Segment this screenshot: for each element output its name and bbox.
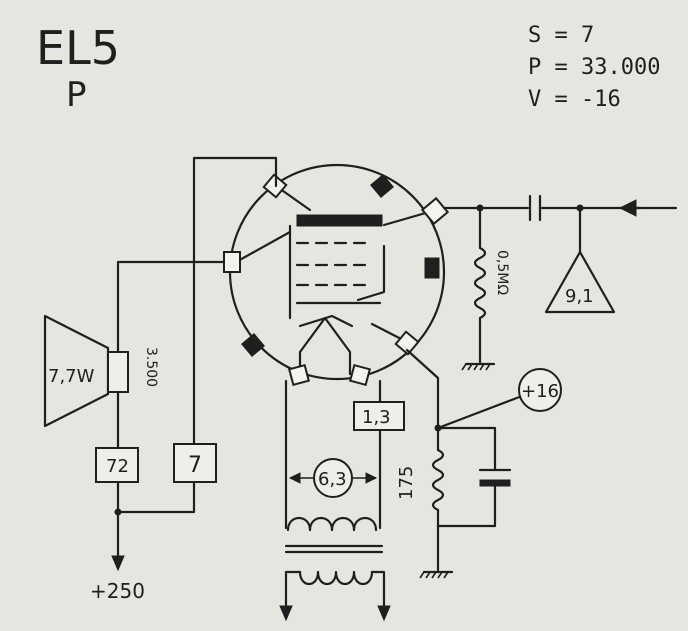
speaker-power-label: 7,7W (48, 366, 95, 387)
pin-3 (420, 196, 450, 226)
pin-5 (394, 330, 420, 356)
supply-arrow (111, 555, 125, 572)
anode-feed-wire (116, 260, 226, 354)
pin-9 (223, 251, 241, 273)
dim-arrow-left (288, 472, 301, 484)
speaker-horn (43, 314, 110, 428)
primary-lead-right (370, 570, 386, 612)
grid-leak-resistor (473, 246, 487, 320)
supply-voltage-label: +250 (90, 579, 145, 603)
cathode-voltage-leader (436, 394, 524, 430)
anode-current-box (95, 447, 139, 483)
heater-filament (298, 316, 352, 376)
cathode-voltage-circle (518, 368, 562, 412)
tube-sub-label: P (66, 75, 87, 115)
dim-arrow-right (365, 472, 378, 484)
anode-current-label: 72 (106, 456, 129, 477)
pin-4 (424, 257, 440, 279)
bypass-wire-bottom (436, 484, 497, 528)
cathode-resistor-label: 175 (396, 466, 417, 500)
heater-current-box (353, 401, 405, 431)
mains-arrow-right (377, 605, 391, 622)
supply-node (114, 508, 122, 516)
ground-cathode-hatch (419, 571, 449, 579)
bypass-wire-top (436, 426, 497, 472)
pin-7 (287, 363, 311, 387)
input-voltage-triangle (544, 250, 616, 314)
screen-current-label: 7 (188, 453, 202, 478)
pin-6 (348, 363, 372, 387)
pin-8 (241, 333, 265, 357)
cathode-voltage-label: +16 (521, 381, 559, 402)
heater-voltage-circle (313, 458, 353, 498)
transformer-secondary-coil (286, 516, 378, 532)
supply-join-wire (116, 480, 196, 514)
internal-wire-right (356, 244, 386, 302)
primary-lead-left (284, 570, 302, 612)
cathode-resistor (431, 448, 445, 512)
grid-resistor-label: 0,5MΩ (494, 250, 510, 295)
output-transformer (107, 351, 129, 393)
screen-feed-wire (192, 156, 278, 450)
tube-pins (223, 173, 450, 387)
heater-voltage-label: 6,3 (318, 469, 347, 490)
mains-arrow-left (279, 605, 293, 622)
heater-transformer (279, 516, 391, 622)
anode-plate (296, 214, 383, 227)
pin-left-lead (234, 230, 292, 264)
spec-v: V = -16 (528, 87, 621, 112)
cathode-wire (405, 348, 440, 452)
spec-p: P = 33.000 (528, 55, 660, 80)
spec-s: S = 7 (528, 23, 594, 48)
transformer-primary-coil (298, 570, 374, 586)
tube-type-label: EL5 (36, 21, 120, 75)
input-voltage-label: 9,1 (565, 286, 594, 307)
ground-grid-hatch (461, 363, 491, 371)
pin-2 (370, 174, 394, 198)
heater-current-label: 1,3 (362, 407, 391, 428)
cathode-tip (298, 314, 354, 328)
input-arrow (618, 199, 637, 217)
transformer-ohms-label: 3.500 (143, 347, 159, 387)
